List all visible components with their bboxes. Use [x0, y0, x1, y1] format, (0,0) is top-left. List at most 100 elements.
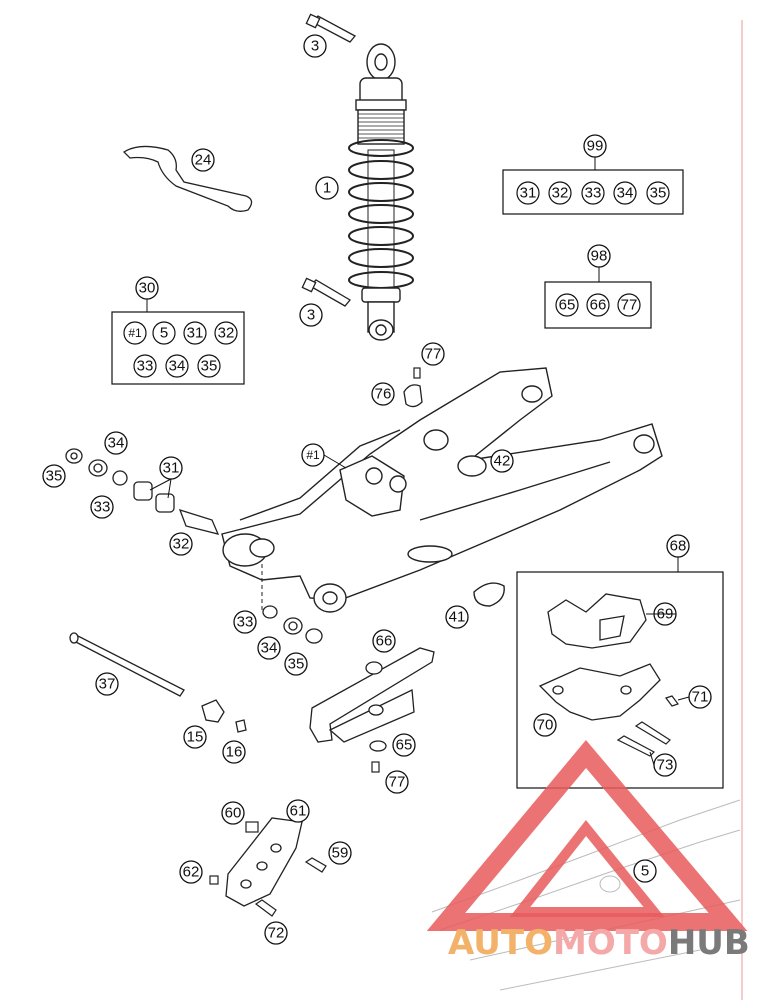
svg-text:32: 32 [552, 185, 569, 202]
callout-41: 41 [445, 605, 469, 629]
svg-text:5: 5 [641, 863, 649, 880]
svg-text:72: 72 [268, 925, 285, 942]
svg-text:68: 68 [670, 538, 687, 555]
svg-text:3: 3 [307, 307, 315, 324]
watermark-triangle-outer [426, 740, 748, 931]
callout-24: 24 [191, 148, 215, 172]
callout-3-top: 3 [303, 34, 327, 58]
svg-text:24: 24 [195, 152, 212, 169]
svg-text:1: 1 [323, 180, 331, 197]
rubber-cap [457, 455, 487, 477]
svg-text:3: 3 [311, 38, 319, 55]
bolt-bottom [301, 277, 351, 307]
chain-slider [309, 647, 435, 743]
svg-text:35: 35 [46, 468, 63, 485]
callout-66: 66 [372, 629, 396, 653]
callout-33-right: 33 [233, 610, 257, 634]
guide-bolts [616, 695, 679, 757]
svg-text:30: 30 [139, 280, 156, 297]
svg-text:76: 76 [375, 386, 392, 403]
svg-text:60: 60 [225, 805, 242, 822]
callout-33-left: 33 [90, 495, 114, 519]
callout-37: 37 [95, 672, 119, 696]
callout-61: 61 [286, 799, 310, 823]
sleeve-62 [209, 875, 219, 885]
svg-text:62: 62 [183, 864, 200, 881]
callout-76: 76 [371, 382, 395, 406]
callout-77-bottom: 77 [385, 770, 409, 794]
callout-30: 30 [135, 276, 159, 300]
kit-99-item: 31 [516, 181, 540, 205]
svg-text:33: 33 [585, 185, 602, 202]
kit-box-30: #1 5 31 32 33 34 35 [111, 311, 245, 385]
svg-text:34: 34 [617, 185, 634, 202]
svg-text:31: 31 [163, 460, 180, 477]
kit-98-item: 77 [617, 293, 641, 317]
callout-5: 5 [633, 859, 657, 883]
leader-lines [146, 157, 690, 766]
chain-guide [538, 593, 661, 721]
svg-text:77: 77 [389, 774, 406, 791]
callout-68: 68 [666, 534, 690, 558]
svg-text:42: 42 [494, 453, 511, 470]
svg-text:61: 61 [290, 803, 307, 820]
rubber-pad [473, 582, 505, 607]
spanner-wrench [122, 145, 253, 212]
svg-text:33: 33 [137, 358, 154, 375]
callout-34-right: 34 [257, 636, 281, 660]
bolt-59 [304, 857, 327, 873]
watermark-triangle-inner [509, 819, 665, 917]
svg-text:71: 71 [692, 689, 709, 706]
kit-98-item: 66 [586, 293, 610, 317]
svg-text:32: 32 [218, 325, 235, 342]
callouts: 3 24 1 3 30 99 98 77 76 34 35 33 31 #1 4… [42, 34, 712, 945]
callout-71: 71 [688, 685, 712, 709]
kit-99-item: 34 [613, 181, 637, 205]
svg-text:32: 32 [173, 536, 190, 553]
svg-text:5: 5 [160, 325, 168, 342]
bushing-60 [245, 821, 259, 833]
washer-65 [369, 740, 387, 752]
callout-35-right: 35 [284, 652, 308, 676]
swingarm [221, 367, 663, 613]
svg-text:41: 41 [449, 609, 466, 626]
svg-text:31: 31 [520, 185, 537, 202]
svg-text:15: 15 [187, 729, 204, 746]
svg-text:34: 34 [169, 358, 186, 375]
svg-text:33: 33 [237, 614, 254, 631]
svg-text:77: 77 [425, 346, 442, 363]
svg-text:73: 73 [657, 757, 674, 774]
callout-72: 72 [264, 921, 288, 945]
svg-text:#1: #1 [128, 326, 142, 340]
svg-text:34: 34 [261, 640, 278, 657]
svg-text:35: 35 [288, 656, 305, 673]
callout-31: 31 [159, 456, 183, 480]
callout-16: 16 [222, 740, 246, 764]
kit-30-item: 34 [165, 354, 189, 378]
svg-text:34: 34 [108, 435, 125, 452]
kit-30-item: 31 [183, 321, 207, 345]
kit-98-item: 65 [555, 293, 579, 317]
callout-35-left: 35 [42, 464, 66, 488]
svg-text:59: 59 [332, 845, 349, 862]
svg-text:66: 66 [590, 297, 607, 314]
screw-small-top [413, 367, 421, 379]
kit-30-item: 35 [197, 354, 221, 378]
kit-30-item: 5 [152, 321, 176, 345]
callout-65: 65 [392, 733, 416, 757]
screw-77 [371, 761, 380, 773]
clip [403, 384, 423, 408]
svg-text:70: 70 [537, 717, 554, 734]
watermark-part-hub: HUB [668, 923, 750, 963]
callout-hash1: #1 [301, 443, 325, 467]
svg-text:31: 31 [187, 325, 204, 342]
kit-99-item: 35 [646, 181, 670, 205]
callout-99: 99 [583, 134, 607, 158]
pivot-shaft [69, 632, 185, 697]
svg-text:77: 77 [621, 297, 638, 314]
bolt-top [305, 13, 357, 43]
watermark-part-moto: MOTO [553, 923, 668, 963]
svg-text:99: 99 [587, 138, 604, 155]
pivot-parts-left [65, 448, 323, 644]
